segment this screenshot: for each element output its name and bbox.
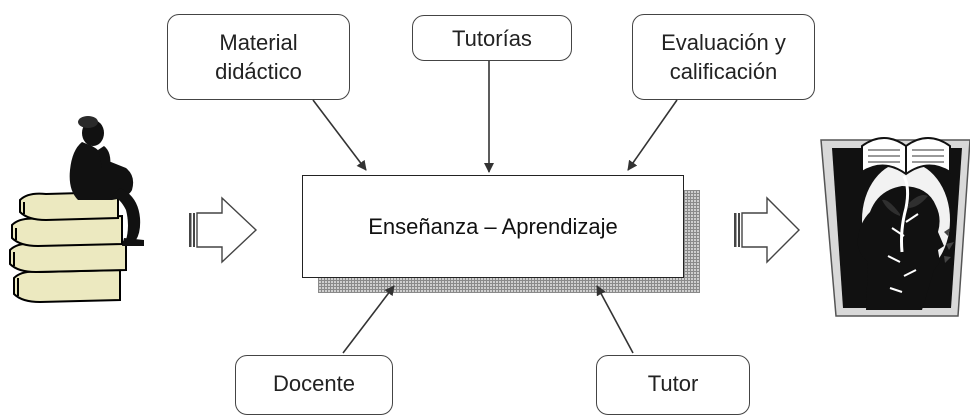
box-material-line1: Material	[219, 30, 298, 55]
block-arrow-right	[734, 196, 800, 264]
center-box-label: Enseñanza – Aprendizaje	[368, 213, 618, 239]
box-evaluacion-line1: Evaluación y	[661, 30, 786, 55]
box-material-didactico: Material didáctico	[167, 14, 350, 100]
head-book-tree-icon	[820, 137, 970, 317]
arrow-docente-to-center	[342, 285, 395, 354]
arrow-material-to-center	[312, 99, 367, 171]
arrow-evaluacion-to-center	[627, 99, 678, 171]
box-docente-label: Docente	[273, 371, 355, 396]
box-evaluacion: Evaluación y calificación	[632, 14, 815, 100]
arrow-tutor-to-center	[596, 285, 634, 354]
center-box: Enseñanza – Aprendizaje	[302, 175, 684, 278]
thinker-on-books-icon	[9, 116, 144, 304]
box-evaluacion-line2: calificación	[669, 59, 778, 84]
block-arrow-left	[189, 196, 258, 264]
box-tutor-label: Tutor	[647, 371, 699, 396]
box-material-line2: didáctico	[215, 59, 302, 84]
box-tutorias-label: Tutorías	[452, 25, 532, 51]
box-tutorias: Tutorías	[412, 15, 572, 61]
connector-arrows	[189, 61, 800, 354]
